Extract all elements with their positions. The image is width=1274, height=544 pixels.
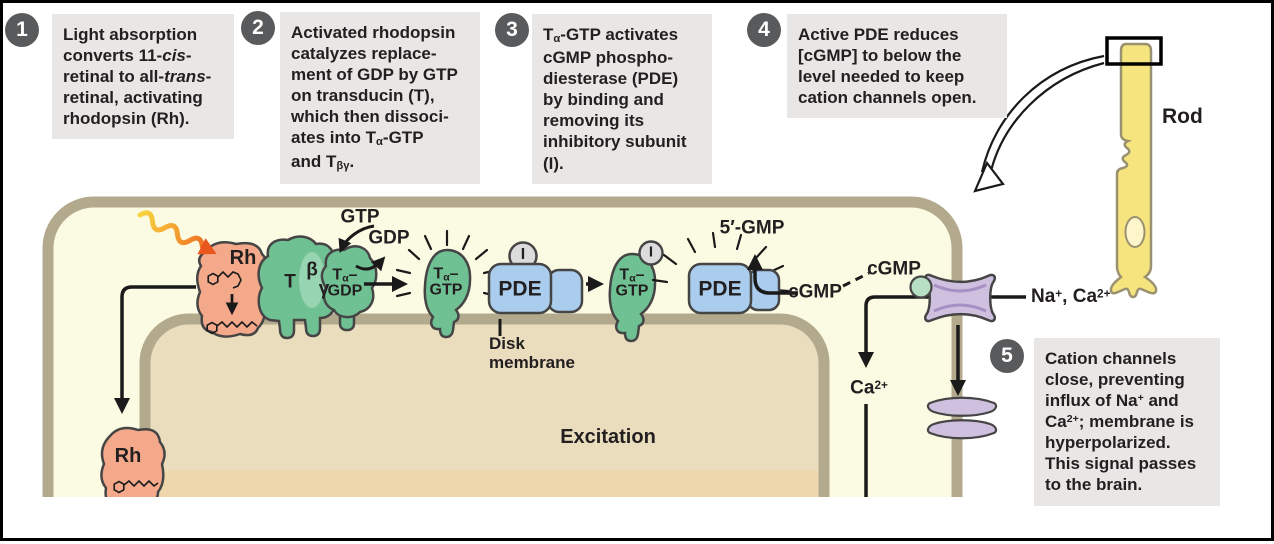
pde-label-1: PDE bbox=[498, 277, 542, 301]
inhibitor-label-2: I bbox=[648, 243, 654, 261]
excitation-label: Excitation bbox=[560, 425, 656, 448]
step-2-badge: 2 bbox=[241, 11, 275, 45]
rhodopsin-inactive-label: Rh bbox=[114, 444, 142, 467]
gdp-out-arrow bbox=[355, 256, 386, 272]
cgmp-hydrolysis-arrow bbox=[746, 253, 798, 295]
step-5-badge: 5 bbox=[990, 339, 1024, 373]
transducin-beta-label: β bbox=[306, 259, 318, 281]
cgmp-label-2: cGMP bbox=[867, 258, 921, 280]
gtp-label: GTP bbox=[340, 206, 380, 228]
cgmp-dashed-link bbox=[842, 271, 870, 288]
cis-retinal-chain-icon bbox=[217, 270, 242, 289]
rod-cell bbox=[1109, 42, 1158, 299]
transducin-gamma-label: γ bbox=[318, 278, 330, 300]
rod-zoom-box bbox=[1105, 36, 1163, 66]
na-ca-label: Na+, Ca2+ bbox=[1031, 286, 1111, 308]
burst-dashes-pde bbox=[651, 231, 790, 293]
t-alpha-gtp-with-inhibitor bbox=[608, 252, 657, 343]
step-4-badge: 4 bbox=[747, 13, 781, 47]
light-wave-icon bbox=[137, 210, 217, 255]
rhodopsin-active-label: Rh bbox=[229, 246, 257, 269]
pde-label-2: PDE bbox=[698, 277, 742, 301]
gdp-label: GDP bbox=[368, 227, 410, 249]
ion-flow-line bbox=[857, 295, 1026, 369]
retinal-chain-icon bbox=[123, 479, 159, 488]
gtp-in-arrow bbox=[338, 224, 375, 254]
rod-zoom-arrow bbox=[973, 54, 1105, 193]
transducin-t-label: T bbox=[284, 271, 296, 293]
t-alpha-gtp-label-2: Tα–GTP bbox=[615, 266, 649, 301]
transducin-complex bbox=[257, 235, 378, 340]
pde-inactive bbox=[487, 262, 584, 315]
rod-nucleus bbox=[1124, 216, 1146, 248]
disk-band bbox=[151, 471, 818, 497]
inhibitor-subunit-2 bbox=[638, 240, 664, 266]
transducin-inner-lobe bbox=[299, 252, 325, 308]
trans-retinal-chain-icon bbox=[216, 320, 258, 329]
ca-label: Ca2+ bbox=[850, 377, 888, 399]
cation-channel-open bbox=[924, 273, 996, 323]
rod-label: Rod bbox=[1162, 104, 1203, 128]
t-alpha-gdp-label: Tα–GDP bbox=[327, 266, 363, 301]
step-1-badge: 1 bbox=[5, 13, 39, 47]
rhodopsin-recycle-arrow bbox=[113, 285, 196, 415]
inhibitor-label-1: I bbox=[520, 245, 526, 263]
disk-membrane-shape bbox=[139, 313, 830, 497]
rhodopsin-active bbox=[196, 241, 268, 338]
cation-channel-closed bbox=[926, 396, 998, 440]
rhodopsin-inactive bbox=[100, 426, 166, 497]
cgmp-ball bbox=[909, 275, 933, 299]
t-alpha-gtp-active bbox=[423, 248, 472, 339]
t-alpha-gtp-label-1: Tα–GTP bbox=[429, 265, 463, 300]
five-gmp-label: 5′-GMP bbox=[719, 217, 785, 239]
step-3-badge: 3 bbox=[495, 13, 529, 47]
cgmp-label-1: cGMP bbox=[788, 281, 842, 303]
